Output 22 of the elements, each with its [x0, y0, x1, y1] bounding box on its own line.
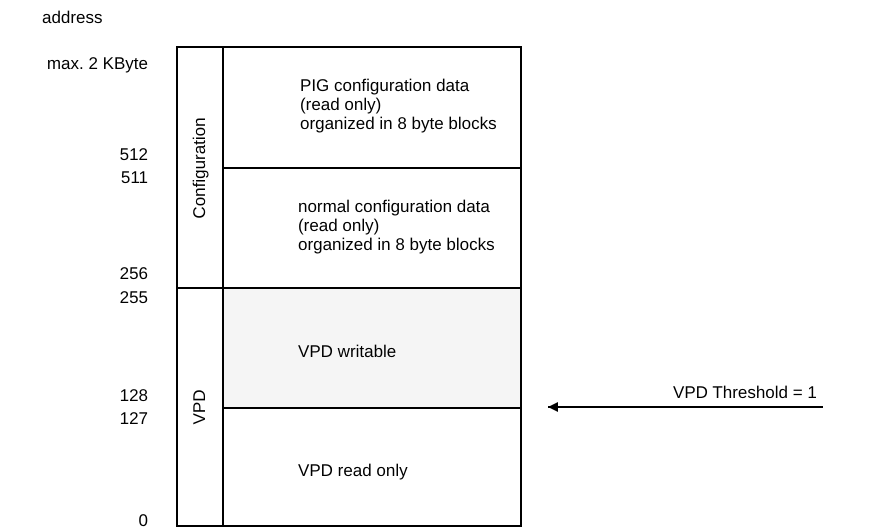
- region-name: Configuration: [190, 116, 210, 218]
- region-label-cell: [176, 46, 224, 289]
- region-name: VPD: [190, 390, 210, 424]
- axis-title: address: [42, 8, 102, 27]
- address-value: 512: [120, 145, 148, 164]
- region-label-cell: [176, 287, 224, 527]
- memory-region-box: [222, 46, 522, 169]
- address-value: 0: [138, 511, 148, 530]
- arrow: [548, 402, 823, 412]
- region-description: VPD writable: [298, 342, 396, 361]
- address-value: 511: [120, 168, 148, 187]
- threshold-label: VPD Threshold = 1: [673, 383, 865, 403]
- memory-region-box: [222, 287, 522, 409]
- address-value: 255: [120, 288, 148, 307]
- region-description: VPD read only: [298, 461, 408, 480]
- address-value: 127: [120, 409, 148, 428]
- region-description: normal configuration data (read only) organized in 8 byte blocks: [298, 197, 495, 254]
- memory-region-box: [222, 407, 522, 527]
- address-value: 128: [120, 386, 148, 405]
- address-value: 256: [120, 264, 148, 283]
- region-description: PIG configuration data (read only) organized in 8 byte blocks: [300, 76, 497, 133]
- address-value: max. 2 KByte: [46, 54, 148, 73]
